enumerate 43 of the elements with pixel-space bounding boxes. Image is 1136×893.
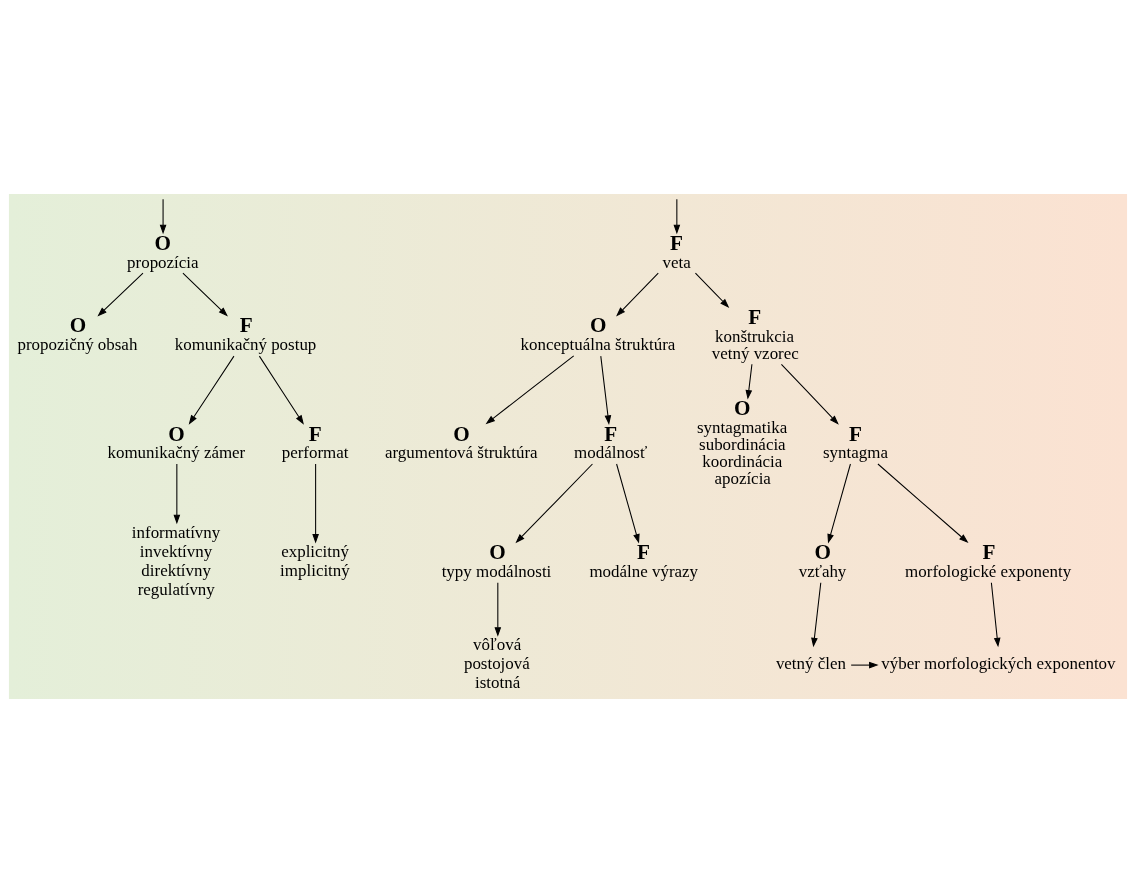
arrow (811, 582, 822, 648)
arrow (515, 463, 593, 544)
arrow (485, 355, 575, 425)
node-text: vetný člen (775, 654, 846, 674)
node-text: O konceptuálna štruktúra (520, 313, 676, 355)
node-text: F syntagma (823, 421, 888, 463)
arrow (673, 198, 681, 235)
arrow (745, 363, 753, 400)
node-text: explicitný implicitný (280, 541, 350, 580)
node-text: O typy modálnosti (441, 540, 552, 581)
node-text: O propozícia (127, 230, 199, 272)
arrow (182, 272, 228, 317)
node-text: informatívny invektívny direktívny regulatívny (131, 522, 221, 599)
arrow (877, 463, 969, 544)
arrow (780, 363, 839, 425)
node-text: F performat (281, 421, 349, 463)
node-text: výber morfologických exponentov (881, 654, 1116, 674)
node-text: F konštrukcia vetný vzorec (711, 305, 799, 363)
arrow (494, 582, 502, 637)
arrow (312, 463, 319, 544)
node-text: O vzťahy (798, 540, 847, 581)
arrow (990, 582, 1001, 648)
node-text: O argumentová štruktúra (385, 421, 538, 463)
arrow (173, 463, 181, 525)
arrow (616, 272, 659, 317)
arrow (827, 463, 851, 544)
node-text: F morfologické exponenty (905, 540, 1072, 581)
node-text: F komunikačný postup (174, 313, 317, 355)
arrow (97, 272, 144, 317)
arrow (188, 355, 235, 425)
arrow (258, 355, 304, 425)
node-text: vôľová postojová istotná (463, 635, 530, 693)
node-text: F veta (662, 230, 691, 272)
arrow (694, 272, 730, 308)
node-text: F modálne výrazy (589, 540, 699, 581)
arrow (159, 198, 167, 235)
arrow (600, 355, 612, 425)
node-text: F modálnosť (574, 421, 648, 463)
node-text: O syntagmatika subordinácia koordinácia apozícia (696, 396, 788, 488)
node-text: O propozičný obsah (17, 313, 138, 355)
node-text: O komunikačný zámer (107, 421, 246, 463)
arrow (850, 661, 879, 669)
arrow (616, 463, 640, 544)
